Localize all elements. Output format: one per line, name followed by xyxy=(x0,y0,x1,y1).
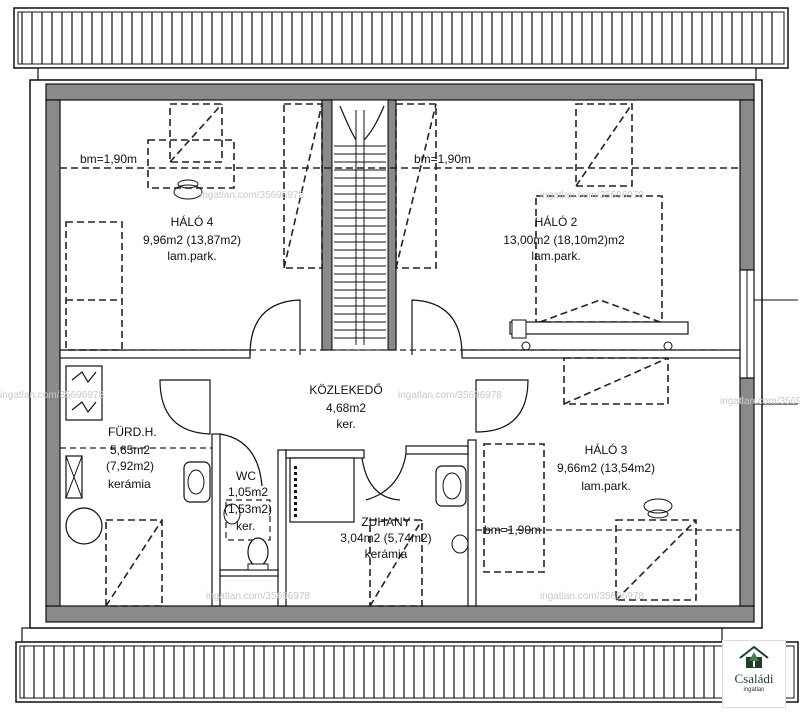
room-area: 13,00m2 (18,10m2)m2 xyxy=(503,233,625,247)
roof-top xyxy=(13,7,789,81)
room-area-gross: (1,53m2) xyxy=(224,502,272,516)
room-floor: ker. xyxy=(336,417,355,431)
sanitary-fixtures xyxy=(65,179,689,571)
watermark-text: ingatlan.com/35696978 xyxy=(0,390,104,401)
watermark-text: ingatlan.com/35696978 xyxy=(398,390,502,401)
height-mark: bm=1,90m xyxy=(414,152,471,166)
dashed-elements xyxy=(60,103,740,607)
company-logo: Családi ingatlan xyxy=(722,640,786,708)
watermark-text: ingatlan.com/35696978 xyxy=(206,591,310,602)
room-name: HÁLÓ 4 xyxy=(171,214,214,229)
room-floor: ker. xyxy=(236,519,255,533)
room-name: FÜRD.H. xyxy=(108,425,157,439)
staircase xyxy=(331,99,389,351)
room-furdo: FÜRD.H. 5,65m2 (7,92m2) kerámia xyxy=(106,425,157,491)
room-labels: HÁLÓ 4 9,96m2 (13,87m2) lam.park. HÁLÓ 2… xyxy=(106,214,655,561)
watermarks: ingatlan.com/35696978 ingatlan.com/35696… xyxy=(0,190,800,602)
right-window xyxy=(739,269,798,405)
room-name: HÁLÓ 2 xyxy=(535,214,578,229)
door-swings xyxy=(159,299,529,501)
room-kozlekedo: KÖZLEKEDŐ 4,68m2 ker. xyxy=(309,382,382,431)
room-area: 4,68m2 xyxy=(326,401,366,415)
roof-bottom xyxy=(15,627,799,703)
exterior-walls xyxy=(45,83,755,623)
room-floor: lam.park. xyxy=(167,249,216,263)
room-name: HÁLÓ 3 xyxy=(585,442,628,457)
room-floor: lam.park. xyxy=(531,249,580,263)
watermark-text: ingatlan.com/35696978 xyxy=(200,190,304,201)
logo-name: Családi xyxy=(734,671,774,686)
room-floor: lam.park. xyxy=(581,479,630,493)
room-name: KÖZLEKEDŐ xyxy=(309,382,382,397)
height-marks: bm=1,90m bm=1,90m bm=1,90m xyxy=(80,152,541,537)
room-area: 9,66m2 (13,54m2) xyxy=(557,461,655,475)
room-area-gross: (7,92m2) xyxy=(106,459,154,473)
room-area: 3,04m2 (5,74m2) xyxy=(340,531,431,545)
room-halo3: HÁLÓ 3 9,66m2 (13,54m2) lam.park. xyxy=(557,442,655,493)
room-floor: kerámia xyxy=(108,477,151,491)
logo-subtitle: ingatlan xyxy=(743,687,765,693)
room-halo2: HÁLÓ 2 13,00m2 (18,10m2)m2 lam.park. xyxy=(503,214,625,263)
room-halo4: HÁLÓ 4 9,96m2 (13,87m2) lam.park. xyxy=(143,214,241,263)
house-tree-icon xyxy=(739,645,769,668)
room-area: 5,65m2 xyxy=(110,443,150,457)
room-name: WC xyxy=(236,469,256,483)
room-wc: WC 1,05m2 (1,53m2) ker. xyxy=(224,469,272,533)
room-name: ZUHANY xyxy=(361,515,410,529)
height-mark: bm=1,90m xyxy=(80,152,137,166)
room-area: 9,96m2 (13,87m2) xyxy=(143,233,241,247)
watermark-text: ingatlan.com/35696978 xyxy=(540,190,644,201)
watermark-text: ingatlan.com/35696978 xyxy=(720,396,800,407)
watermark-text: ingatlan.com/35696978 xyxy=(540,591,644,602)
room-area: 1,05m2 xyxy=(228,485,268,499)
room-floor: kerámia xyxy=(365,547,408,561)
room-zuhany: ZUHANY 3,04m2 (5,74m2) kerámia xyxy=(340,515,431,561)
height-mark: bm=1,90m xyxy=(484,523,541,537)
